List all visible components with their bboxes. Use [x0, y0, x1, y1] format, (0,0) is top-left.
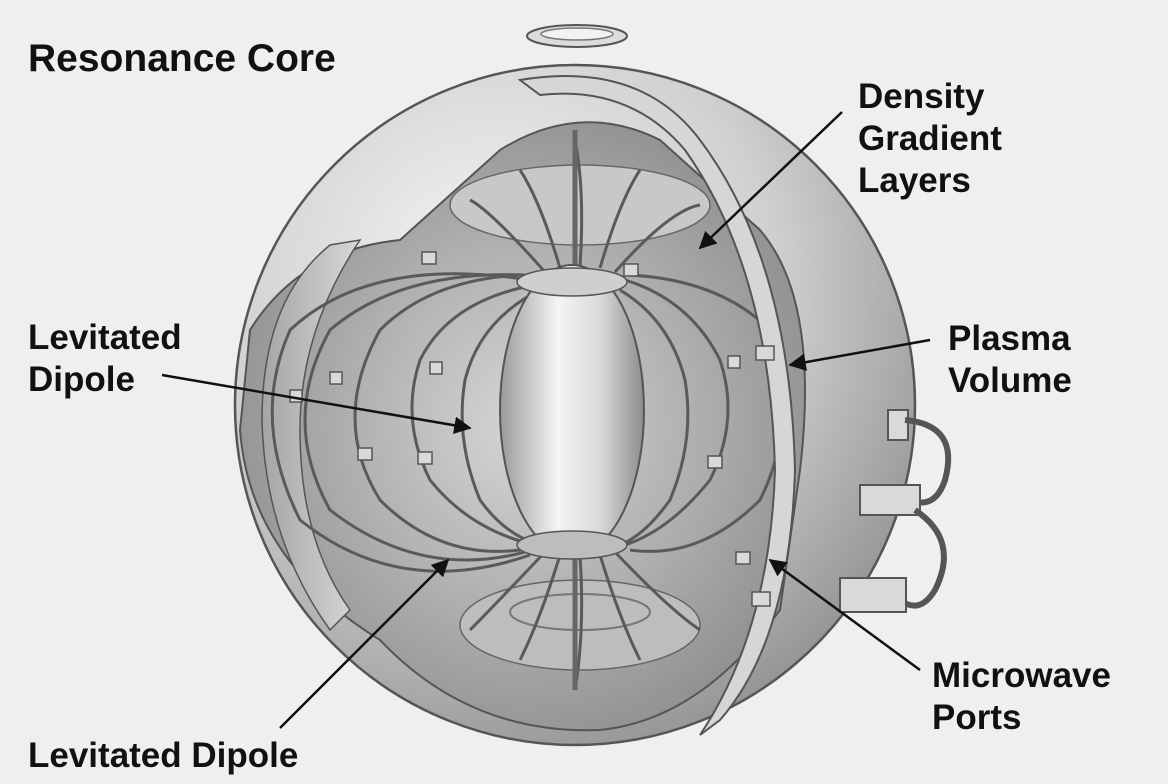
diagram-title: Resonance Core [28, 37, 336, 80]
callout-arrows [161, 111, 931, 729]
arrow-levitated-dipole-upper [161, 373, 472, 434]
label-line: Gradient [858, 119, 1002, 158]
label-line: Density [858, 77, 985, 116]
top-cap-ring [526, 24, 628, 48]
label-line: Plasma [948, 319, 1071, 358]
field-line-clamps [289, 251, 775, 607]
arrow-microwave-ports [768, 558, 921, 672]
label-line: Dipole [28, 360, 135, 399]
arrow-plasma-volume [788, 338, 931, 371]
label-microwave-ports: Microwave Ports [932, 655, 1111, 739]
label-levitated-dipole-lower: Levitated Dipole [28, 736, 299, 775]
label-line: Volume [948, 361, 1072, 400]
dipole-top-rim [516, 267, 628, 297]
label-line: Ports [932, 698, 1022, 737]
meridian-cut-frame [517, 75, 797, 736]
label-line: Layers [858, 161, 971, 200]
label-density-gradient-layers: Density Gradient Layers [858, 76, 1002, 202]
label-line: Levitated [28, 318, 182, 357]
arrow-density-gradient [698, 111, 843, 250]
levitated-dipole-core [499, 264, 645, 556]
dipole-bottom-rim [516, 530, 628, 560]
label-plasma-volume: Plasma Volume [948, 318, 1072, 402]
label-line: Microwave [932, 656, 1111, 695]
arrow-levitated-dipole-lower [279, 558, 450, 729]
label-levitated-dipole-upper: Levitated Dipole [28, 317, 182, 401]
microwave-port-waveguides [839, 409, 952, 613]
